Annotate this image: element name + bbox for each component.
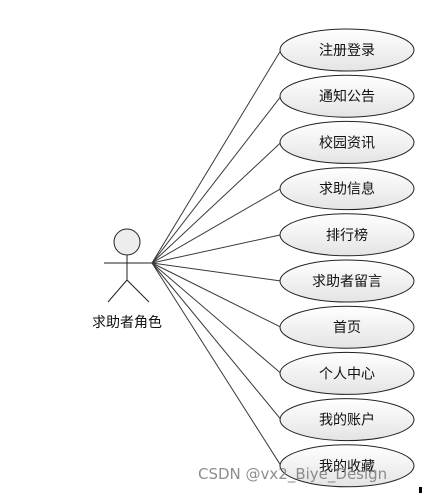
- use-case: 通知公告: [279, 74, 415, 118]
- association-line: [151, 142, 282, 264]
- association-line: [151, 262, 282, 374]
- use-case: 注册登录: [279, 28, 415, 72]
- use-case-ellipse: [279, 259, 415, 303]
- use-case-ellipse: [279, 167, 415, 211]
- use-case-ellipse: [279, 213, 415, 257]
- use-case: 首页: [279, 305, 415, 349]
- use-case: 我的收藏: [279, 444, 415, 488]
- use-case-label: 求助者留言: [312, 274, 382, 290]
- association-line: [151, 262, 282, 467]
- use-case-ellipse: [279, 398, 415, 442]
- use-case-label: 校园资讯: [319, 134, 375, 151]
- use-case: 个人中心: [279, 351, 415, 395]
- use-case-label: 首页: [333, 320, 361, 336]
- association-line: [151, 234, 282, 264]
- actor-head: [113, 228, 141, 256]
- association-line: [151, 262, 282, 282]
- use-case-ellipse: [279, 444, 415, 488]
- use-case-ellipse: [279, 28, 415, 72]
- use-case: 我的账户: [279, 398, 415, 442]
- use-case-label: 求助信息: [319, 181, 375, 198]
- actor-left-leg: [107, 279, 128, 303]
- association-lines: [151, 49, 282, 467]
- use-case-label: 注册登录: [319, 43, 375, 59]
- use-case-ellipse: [279, 351, 415, 395]
- use-case-label: 我的收藏: [319, 459, 375, 475]
- use-case-label: 我的账户: [319, 412, 375, 429]
- use-case-ellipse: [279, 305, 415, 349]
- use-case-label: 通知公告: [319, 88, 375, 105]
- use-case: 求助者留言: [279, 259, 415, 303]
- association-line: [151, 262, 282, 328]
- watermark: CSDN @vx2_Biye_Design: [198, 465, 387, 484]
- corner-mark: [419, 487, 422, 493]
- actor-figure: 求助者角色: [92, 228, 162, 331]
- association-line: [151, 188, 282, 264]
- use-case: 求助信息: [279, 167, 415, 211]
- use-case-label: 个人中心: [319, 366, 375, 382]
- use-case: 校园资讯: [279, 120, 415, 164]
- association-line: [151, 262, 282, 420]
- association-line: [151, 95, 282, 264]
- use-case-ellipse: [279, 74, 415, 118]
- use-case-label: 排行榜: [326, 227, 368, 244]
- use-case-ellipse: [279, 120, 415, 164]
- actor-label: 求助者角色: [92, 314, 162, 331]
- actor-right-leg: [126, 279, 150, 303]
- use-case: 排行榜: [279, 213, 415, 257]
- association-line: [151, 49, 282, 264]
